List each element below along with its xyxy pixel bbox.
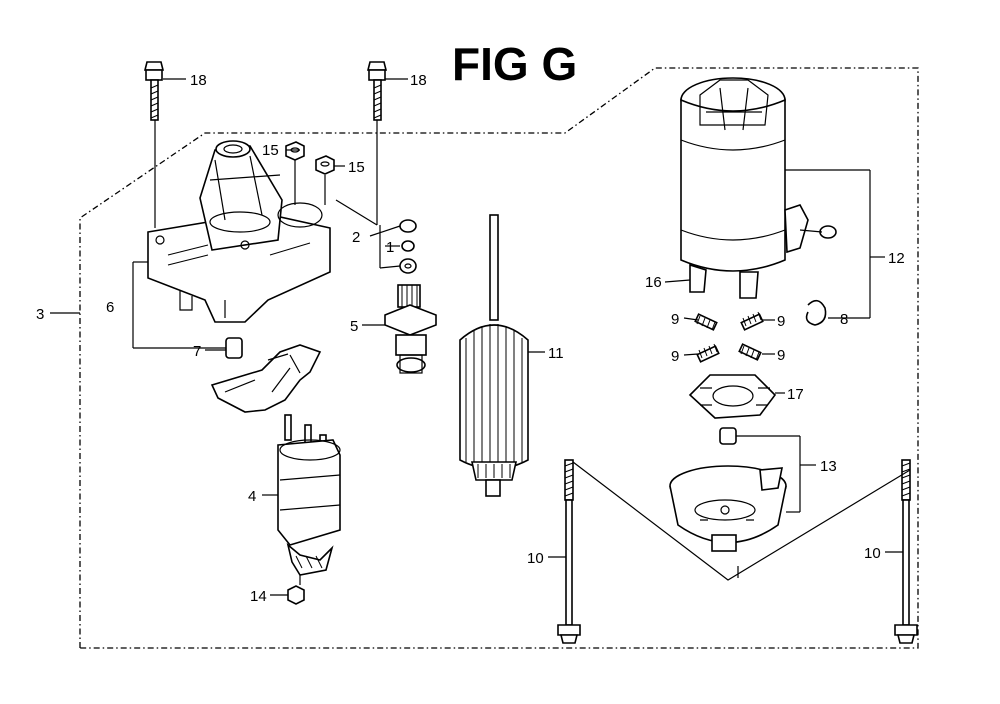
callout-6: 6 (106, 299, 114, 316)
callout-9-upper-right: 9 (777, 313, 785, 330)
callout-2: 2 (352, 229, 360, 246)
shift-lever (210, 337, 322, 413)
callout-18-left: 18 (190, 72, 207, 89)
callout-10-left: 10 (527, 550, 544, 567)
callout-9-lower-right: 9 (777, 347, 785, 364)
brush-9-lr (738, 343, 762, 361)
brush-9-ul (694, 313, 718, 331)
brush-9-ll (696, 343, 720, 363)
callout-1: 1 (386, 239, 394, 256)
yoke-housing (680, 77, 837, 299)
solenoid (277, 414, 341, 585)
armature (459, 214, 529, 497)
callout-4: 4 (248, 488, 256, 505)
callout-14: 14 (250, 588, 267, 605)
callout-15-left: 15 (262, 142, 279, 159)
callout-15-right: 15 (348, 159, 365, 176)
through-bolt-10-left (557, 459, 581, 644)
nut-15-left (285, 141, 305, 161)
callout-7: 7 (193, 343, 201, 360)
callout-11: 11 (548, 345, 564, 362)
leader-lines (50, 78, 911, 596)
nut-14 (287, 585, 305, 605)
callout-5: 5 (350, 318, 358, 335)
rear-cover (669, 427, 787, 552)
callout-labels: 18 18 15 15 2 1 3 6 5 7 11 4 14 12 16 8 … (36, 72, 905, 605)
front-housing (147, 140, 331, 323)
figure-title: FIG G (452, 38, 578, 90)
callout-9-upper-left: 9 (671, 311, 679, 328)
callout-12: 12 (888, 250, 905, 267)
brush-9-ur (740, 311, 764, 331)
callout-16: 16 (645, 274, 662, 291)
callout-9-lower-left: 9 (671, 348, 679, 365)
brush-spring (805, 299, 827, 326)
assembly-boundary (79, 67, 919, 649)
brush-holder (688, 374, 777, 419)
bolt-18-left (143, 61, 165, 228)
through-bolt-10-right (894, 459, 918, 644)
callout-18-right: 18 (410, 72, 427, 89)
bolt-18-right (366, 61, 388, 225)
nut-15-right (315, 155, 335, 175)
callout-17: 17 (787, 386, 804, 403)
callout-10-right: 10 (864, 545, 881, 562)
pinion-gear (384, 284, 437, 374)
callout-3: 3 (36, 306, 44, 323)
callout-8: 8 (840, 311, 848, 328)
washer-stack-1-2 (399, 219, 417, 274)
callout-13: 13 (820, 458, 837, 475)
